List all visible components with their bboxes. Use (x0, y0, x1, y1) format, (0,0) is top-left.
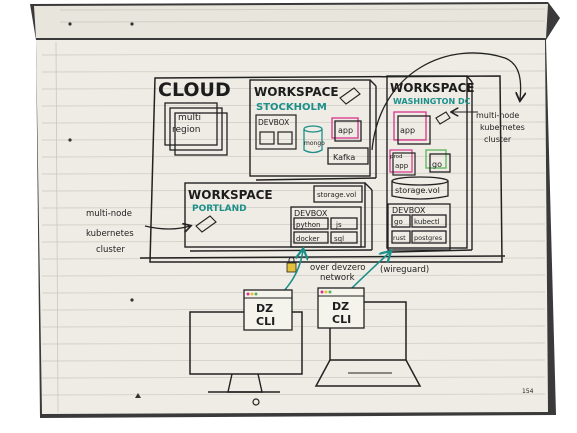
washington-tool-go: go (394, 218, 403, 226)
client-desktop: DZ CLI (189, 289, 303, 406)
washington-storage-cylinder (391, 176, 449, 200)
multi-region-line1: multi (178, 113, 201, 123)
portland-server-icon (195, 215, 217, 233)
svg-text:kubernetes: kubernetes (86, 229, 134, 239)
stockholm-kafka: Kafka (333, 153, 355, 162)
right-cluster-note: multi-node kubernetes cluster (452, 111, 525, 144)
client1-label-line2: CLI (256, 315, 275, 328)
washington-storage: storage.vol (395, 186, 440, 195)
connection-arrow-washington (349, 252, 390, 291)
svg-text:cluster: cluster (96, 245, 125, 255)
stockholm-app: app (338, 126, 353, 135)
portland-storage: storage.vol (317, 191, 356, 199)
portland-region: PORTLAND (192, 204, 247, 214)
washington-tool-postgres: postgres (414, 234, 443, 242)
svg-text:kubernetes: kubernetes (480, 123, 525, 132)
portland-tool-js: js (335, 221, 342, 229)
network-lock-icon (286, 257, 297, 273)
washington-prod: prod (390, 154, 403, 160)
page-number: 154 (522, 388, 534, 395)
multi-region-box (164, 102, 228, 156)
client1-label-line1: DZ (256, 302, 273, 315)
client2-label-line2: CLI (332, 313, 351, 326)
workspace-portland: WORKSPACE PORTLAND storage.vol DEVBOX py… (184, 182, 373, 252)
cloud-title: CLOUD (158, 79, 231, 101)
notebook-page (30, 2, 560, 418)
portland-devbox: DEVBOX (294, 209, 328, 218)
portland-tool-sql: sql (334, 235, 344, 243)
washington-go-box: go (432, 160, 442, 169)
cross-workspace-arrow (371, 52, 521, 151)
wireguard-note: (wireguard) (380, 265, 429, 275)
washington-app: app (400, 126, 415, 135)
svg-text:multi-node: multi-node (86, 209, 132, 219)
workspace-stockholm: WORKSPACE STOCKHOLM DEVBOX mongo app Kaf… (249, 79, 377, 181)
stockholm-server-icon (339, 87, 361, 105)
network-line1: over devzero (310, 263, 366, 273)
washington-title: WORKSPACE (390, 81, 475, 95)
washington-devbox: DEVBOX (392, 206, 426, 215)
portland-tool-python: python (296, 221, 321, 229)
stockholm-devbox: DEVBOX (258, 118, 289, 127)
stockholm-region: STOCKHOLM (256, 102, 327, 113)
svg-text:multi-node: multi-node (476, 111, 519, 120)
workspace-washington: WORKSPACE WASHINGTON DC app prod app go … (386, 75, 475, 253)
portland-tool-docker: docker (296, 235, 320, 243)
portland-title: WORKSPACE (188, 188, 273, 202)
svg-text:cluster: cluster (484, 135, 512, 144)
washington-tool-rust: rust (393, 234, 406, 242)
washington-region: WASHINGTON DC (393, 97, 471, 106)
network-line2: network (320, 273, 355, 283)
multi-region-line2: region (172, 125, 200, 135)
stockholm-mongo: mongo (304, 140, 325, 147)
client-laptop: DZ CLI (314, 287, 422, 387)
washington-tool-kubectl: kubectl (414, 218, 440, 226)
mongo-cylinder (303, 125, 323, 154)
client2-label-line1: DZ (332, 300, 349, 313)
washington-server-icon (435, 111, 451, 125)
left-cluster-note: multi-node kubernetes cluster (86, 209, 190, 255)
stockholm-title: WORKSPACE (254, 85, 339, 99)
washington-prod-app: app (395, 162, 409, 170)
cloud-region (139, 75, 506, 263)
